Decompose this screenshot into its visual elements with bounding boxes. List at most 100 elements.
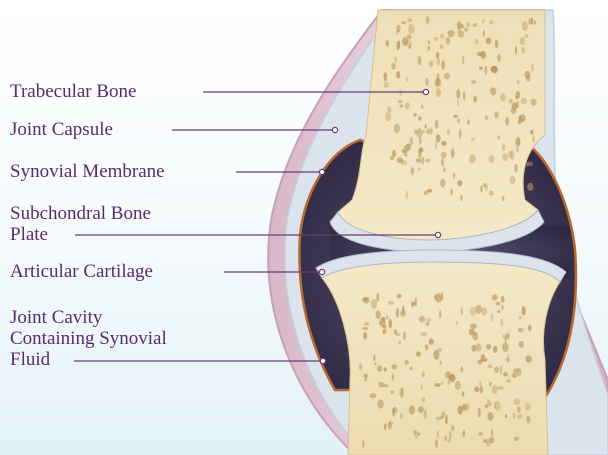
trabecular-pore [532,135,535,143]
trabecular-pore [445,415,448,425]
trabecular-pore [475,305,482,314]
trabecular-pore [489,382,492,387]
trabecular-pore [505,414,507,417]
trabecular-pore [480,185,482,193]
trabecular-pore [397,157,403,163]
trabecular-pore [363,297,370,304]
trabecular-pore [403,145,408,155]
trabecular-pore [508,151,513,158]
trabecular-pore [470,307,477,316]
trabecular-pore [442,60,445,70]
trabecular-pore [441,411,445,417]
trabecular-pore [513,398,520,405]
trabecular-pore [516,96,518,100]
trabecular-pore [376,293,379,302]
trabecular-pore [485,115,488,120]
trabecular-pore [510,176,516,185]
trabecular-pore [418,116,422,120]
subchondral-bone-plate-marker [435,232,440,237]
trabecular-pore [490,21,493,25]
trabecular-pore [449,431,451,441]
trabecular-pore [525,403,531,411]
trabecular-pore [422,371,425,378]
trabecular-pore [396,71,400,79]
trabecular-pore [498,135,501,140]
trabecular-pore [521,98,527,104]
trabecular-pore [456,89,460,99]
trabecular-pore [427,318,431,323]
trabecular-pore [396,30,399,35]
trabecular-pore [406,77,409,82]
trabecular-pore [469,154,476,163]
trabecular-pore [495,39,498,48]
trabecular-pore [441,292,444,301]
trabecular-pore [511,373,517,378]
trabecular-pore [460,195,462,201]
trabecular-pore [440,44,444,49]
trabecular-pore [429,338,434,345]
trabecular-pore [391,364,397,369]
trabecular-pore [490,87,496,95]
trabecular-pore [370,393,377,398]
subchondral-bone-plate-label-line2: Plate [10,225,48,245]
trabecular-pore [425,124,427,129]
trabecular-pore [382,317,385,323]
trabecular-pore [436,88,441,97]
trabecular-pore [419,316,426,323]
trabecular-pore [525,356,532,363]
trabecular-pore [513,412,515,418]
trabecular-pore [406,40,412,48]
trabecular-pore [410,137,413,146]
trabecular-pore [439,310,441,319]
trabecular-pore [376,310,381,319]
trabecular-pore [420,332,427,336]
trabecular-pore [421,105,423,109]
trabecular-pore [364,322,370,325]
trabecular-pore [522,47,525,54]
trabecular-pore [373,354,375,361]
trabecular-pore [500,365,503,374]
trabecular-pore [398,341,401,344]
trabecular-pore [362,327,368,330]
trabecular-pore [359,363,363,370]
trabecular-pore [457,180,462,186]
trabecular-pore [513,368,519,373]
trabecular-pore [473,23,478,27]
joint-cavity-label-line1: Joint Cavity [10,308,102,328]
trabecular-pore [518,116,522,124]
trabecular-pore [435,78,442,87]
trabecular-pore [489,155,495,163]
trabecular-pore [391,390,394,394]
lower-bone-shaft [322,262,560,455]
trabecular-pore [390,156,394,161]
trabecular-pore [425,159,430,163]
joint-cavity-label-line3: Fluid [10,350,50,370]
trabecular-pore [428,40,431,44]
trabecular-pore [426,16,430,24]
trabecular-pore [506,117,509,126]
trabecular-pore [435,293,441,303]
trabecular-pore [392,408,395,417]
trabecular-pore [444,436,447,441]
trabecular-pore [377,365,382,372]
trabecular-pore [494,111,499,118]
trabecular-pore [400,413,403,419]
trabecular-pore [530,130,533,135]
trabecular-pore [418,56,422,65]
trabecular-pore [435,141,437,150]
trabecular-pore [509,99,513,104]
trabecular-pore [385,40,389,47]
trabecular-pore [501,305,503,310]
trabecular-pore [422,130,425,133]
trabecular-pore [419,138,422,145]
trabecular-pore [364,374,367,381]
trabecular-pore [517,406,521,413]
trabecular-pore [421,157,424,164]
trabecular-pore [527,183,533,191]
articular-cartilage-label: Articular Cartilage [10,262,153,282]
trabecular-pore [451,425,454,431]
trabecular-pore [473,96,477,103]
trabecular-pore [461,366,464,372]
trabecular-pore [406,191,408,200]
trabecular-pore [485,183,488,191]
